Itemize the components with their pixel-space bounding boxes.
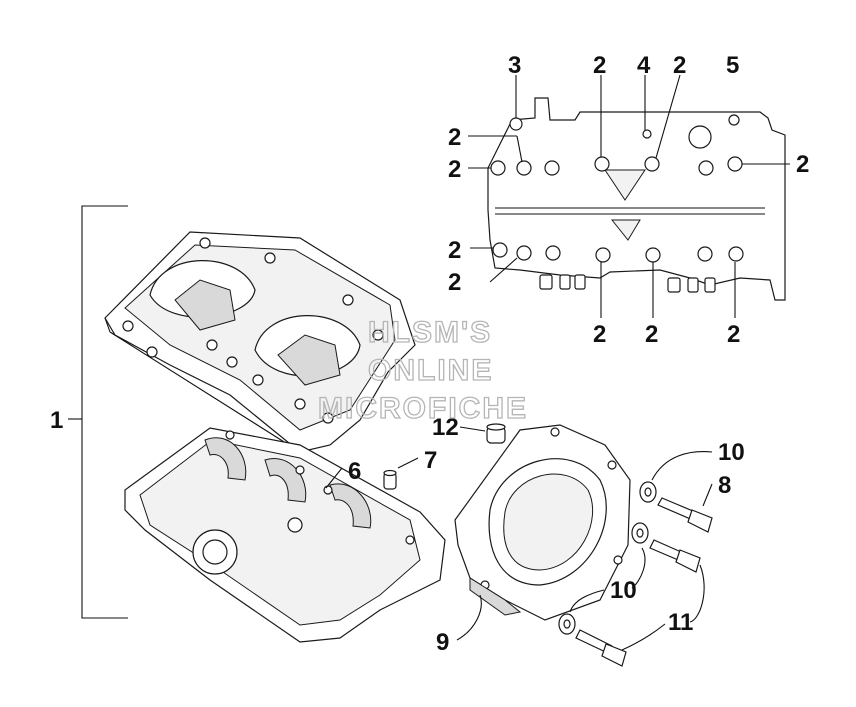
callout-2-top-b: 2 — [673, 52, 686, 79]
watermark-line-1: HLSM'S — [368, 316, 492, 349]
washer-middle — [631, 522, 649, 544]
callout-8: 8 — [718, 472, 731, 499]
crankcase-bottom-view — [487, 97, 786, 301]
callout-1: 1 — [50, 407, 63, 434]
callout-12: 12 — [432, 414, 459, 441]
callout-2-bottom-a: 2 — [593, 321, 606, 348]
callout-2-left-a: 2 — [448, 124, 461, 151]
callout-11: 11 — [668, 609, 693, 636]
callout-10-top: 10 — [718, 439, 745, 466]
washer-lower — [558, 613, 576, 635]
watermark-line-3: MICROFICHE — [318, 392, 528, 425]
callout-3: 3 — [508, 52, 521, 79]
callout-7: 7 — [424, 447, 437, 474]
dowel-pin-7 — [383, 469, 397, 490]
bolt-11-upper — [649, 539, 701, 573]
callout-10-bottom: 10 — [610, 577, 637, 604]
watermark: HLSM'S ONLINE MICROFICHE — [317, 315, 528, 425]
callout-9: 9 — [436, 629, 449, 656]
assembly-bracket — [68, 205, 128, 619]
callout-2-bottom-c: 2 — [727, 321, 740, 348]
lower-crankcase-half — [124, 427, 446, 643]
callout-labels: 1 3 2 4 2 5 2 2 2 2 2 2 2 2 6 7 12 10 8 … — [50, 52, 809, 656]
washer-upper — [639, 481, 657, 503]
callout-2-right: 2 — [796, 151, 809, 178]
callout-2-left-b: 2 — [448, 156, 461, 183]
side-housing — [454, 424, 631, 621]
callout-6: 6 — [348, 458, 361, 485]
callout-5: 5 — [726, 52, 739, 79]
callout-2-left-d: 2 — [448, 269, 461, 296]
leader-lines — [325, 74, 790, 651]
dowel-pin-12 — [486, 423, 506, 444]
watermark-line-2: ONLINE — [368, 354, 493, 387]
callout-2-left-c: 2 — [448, 237, 461, 264]
upper-crankcase-half — [104, 231, 416, 453]
bolt-8 — [657, 497, 713, 533]
callout-2-bottom-b: 2 — [645, 321, 658, 348]
bolt-11-lower — [575, 629, 627, 667]
callout-2-top-a: 2 — [593, 52, 606, 79]
callout-4: 4 — [637, 52, 651, 79]
